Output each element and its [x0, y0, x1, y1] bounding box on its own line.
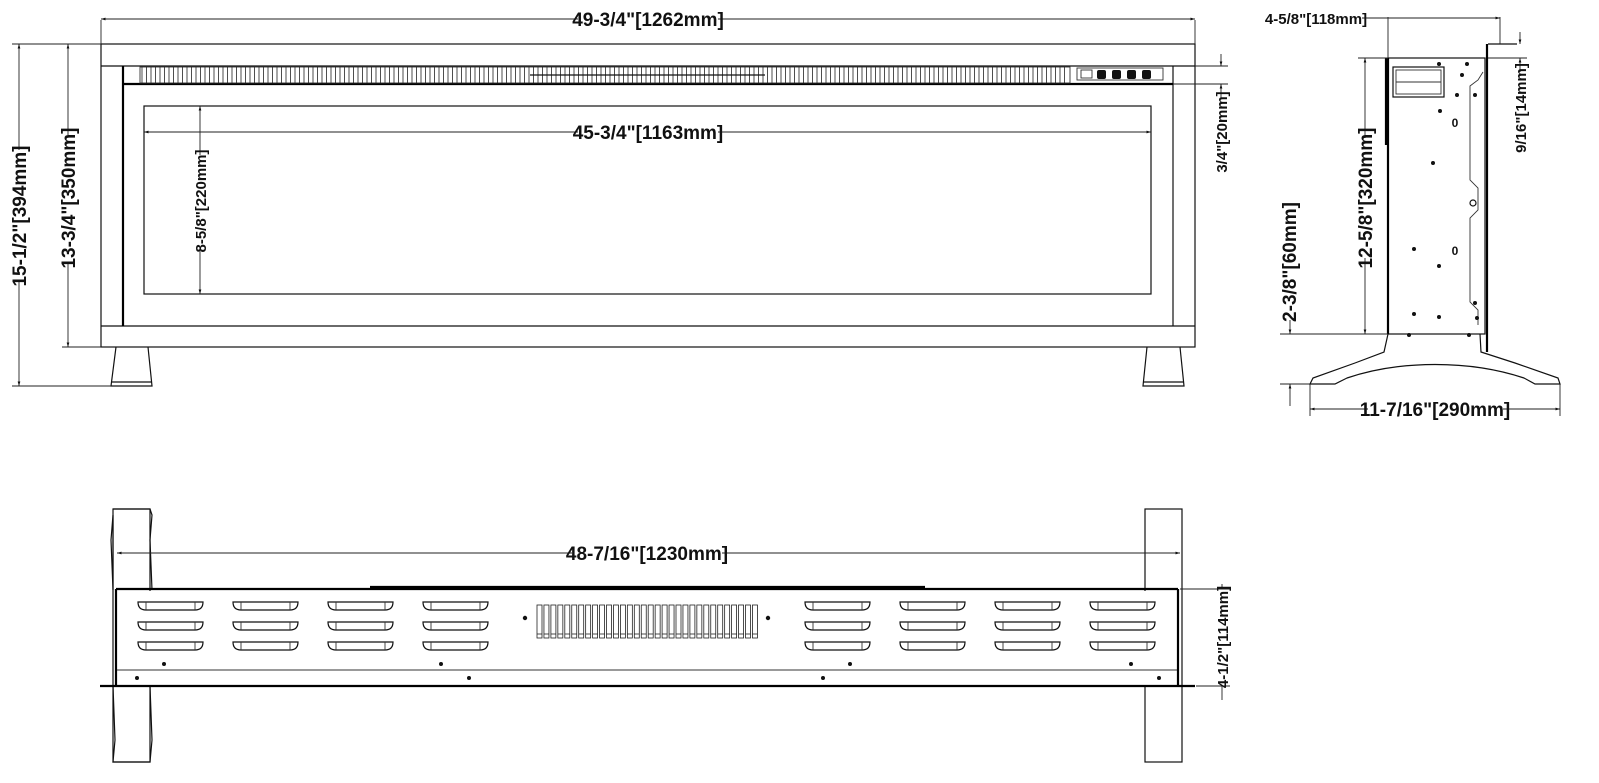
- svg-text:0: 0: [1452, 116, 1459, 130]
- glass-panel: [143, 105, 1152, 295]
- overall-height-label: 15-1/2"[394mm]: [10, 145, 31, 286]
- front-view: 49-3/4"[1262mm] 45-3/4"[1163mm] 15-1/2"[…: [10, 10, 1231, 387]
- top-vent-slots: [137, 601, 1156, 651]
- front-outer-frame: [100, 43, 1196, 348]
- top-vent-strip: [139, 66, 1071, 84]
- top-screws: [135, 662, 1161, 680]
- front-leg-right: [1142, 346, 1185, 387]
- overall-width-label: 49-3/4"[1262mm]: [572, 10, 724, 31]
- top-depth-label: 4-1/2"[114mm]: [1215, 586, 1232, 688]
- control-button-icon: [1142, 70, 1151, 79]
- control-button-icon: [1127, 70, 1136, 79]
- control-button-icon: [1097, 70, 1106, 79]
- side-rail: [1469, 71, 1484, 325]
- top-view: 48-7/16"[1230mm] 4-1/2"[114mm]: [100, 508, 1232, 763]
- top-trim-label: 3/4"[20mm]: [1214, 91, 1231, 172]
- side-base-width-label: 11-7/16"[290mm]: [1360, 400, 1511, 421]
- svg-text:0: 0: [1452, 244, 1459, 258]
- control-button-icon: [1112, 70, 1121, 79]
- side-base: [1309, 333, 1561, 385]
- side-top-offset-label: 9/16"[14mm]: [1513, 63, 1530, 153]
- body-height-label: 13-3/4"[350mm]: [59, 127, 80, 268]
- side-leg-height-label: 2-3/8"[60mm]: [1280, 202, 1301, 322]
- side-view: 0 0 4-5/8"[118mm] 9/16"[14mm] 12-5/8"[32…: [1265, 11, 1561, 421]
- leg-span-label: 48-7/16"[1230mm]: [566, 544, 728, 565]
- side-body-height-label: 12-5/8"[320mm]: [1356, 127, 1377, 268]
- glass-height-label: 8-5/8"[220mm]: [193, 150, 210, 253]
- control-panel: [1076, 67, 1164, 81]
- side-depth-label: 4-5/8"[118mm]: [1265, 11, 1367, 28]
- side-screw-holes: [1407, 62, 1479, 337]
- front-leg-left: [110, 346, 153, 387]
- side-window: [1392, 66, 1445, 98]
- glass-width-label: 45-3/4"[1163mm]: [573, 123, 724, 144]
- center-grille: [522, 604, 771, 639]
